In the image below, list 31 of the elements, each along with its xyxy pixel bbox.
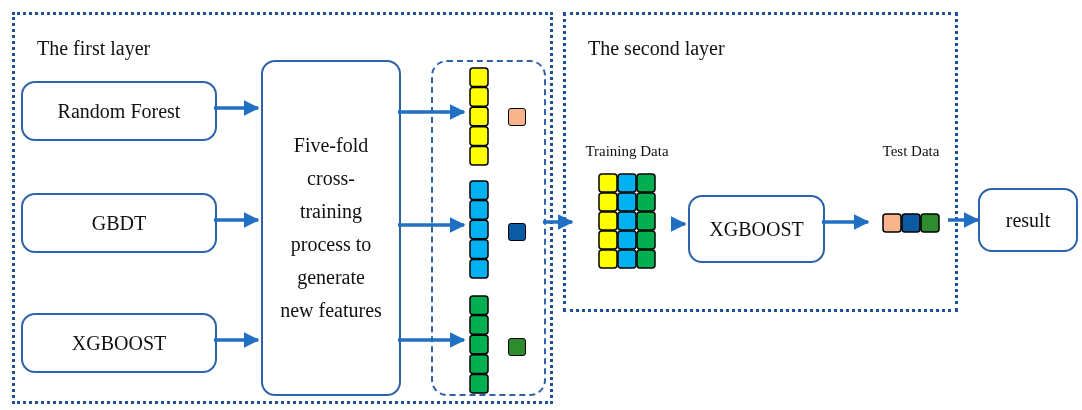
meta-feature-square: [508, 108, 526, 126]
box-label: XGBOOST: [71, 331, 167, 356]
box-label: Random Forest: [57, 99, 181, 124]
meta-feature-square: [508, 223, 526, 241]
layer-panel: [563, 12, 958, 312]
arrow: [670, 216, 687, 232]
box-label: GBDT: [91, 211, 147, 236]
box-label: XGBOOST: [709, 217, 804, 242]
panel-title: The second layer: [588, 37, 725, 60]
process-box: [688, 195, 825, 263]
process-box: [21, 81, 217, 141]
arrow: [214, 332, 260, 348]
feature-group: [431, 60, 546, 396]
meta-feature-square: [508, 338, 526, 356]
process-box: [21, 313, 217, 373]
data-label: Test Data: [881, 143, 941, 160]
arrow: [398, 332, 466, 348]
arrow: [398, 104, 466, 120]
arrow: [214, 100, 260, 116]
process-box: [261, 60, 401, 396]
panel-title: The first layer: [37, 37, 151, 60]
process-box: [978, 188, 1078, 252]
arrow: [948, 212, 980, 228]
arrow: [214, 212, 260, 228]
arrow: [822, 214, 870, 230]
box-label: Five-fold cross-training process to generate new features: [279, 133, 383, 323]
process-box: [21, 193, 217, 253]
box-label: result: [1005, 208, 1051, 233]
arrow: [398, 217, 466, 233]
data-label: Training Data: [584, 143, 670, 160]
layer-panel: [12, 12, 553, 404]
